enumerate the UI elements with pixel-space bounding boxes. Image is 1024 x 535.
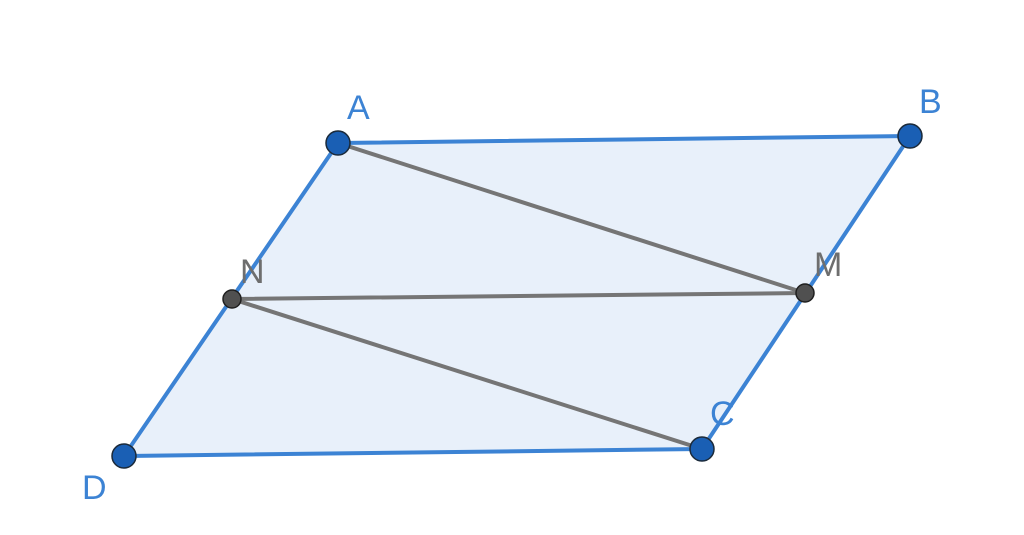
segment-nc[interactable] [230, 297, 704, 451]
label-c: C [710, 395, 735, 433]
label-m: M [814, 246, 842, 284]
label-d: D [82, 469, 107, 507]
label-n: N [240, 253, 265, 291]
segment-nm[interactable] [230, 291, 807, 301]
segment-am[interactable] [336, 141, 807, 295]
label-a: A [347, 89, 370, 127]
point-c[interactable] [689, 436, 715, 462]
point-n[interactable] [222, 289, 242, 309]
point-d[interactable] [111, 443, 137, 469]
point-a[interactable] [325, 130, 351, 156]
label-b: B [919, 83, 942, 121]
point-m[interactable] [795, 283, 815, 303]
point-b[interactable] [897, 123, 923, 149]
